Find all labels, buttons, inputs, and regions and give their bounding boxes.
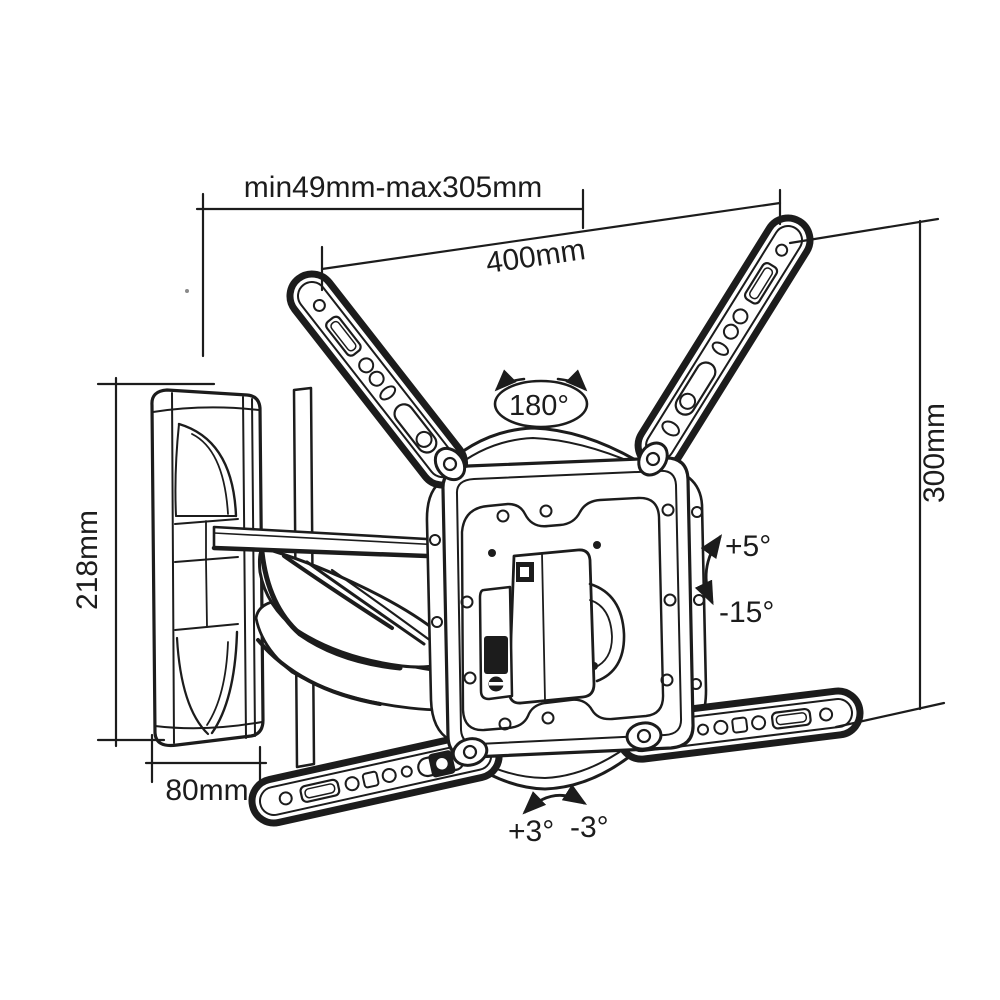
tilt-down-label: -15° bbox=[719, 596, 774, 629]
swivel-arrow-left-icon bbox=[494, 369, 526, 392]
pivot-bottom-left bbox=[451, 737, 489, 767]
x-frame-collar bbox=[436, 426, 654, 474]
vesa-plate-inner-border bbox=[455, 469, 683, 746]
tilt-arrow-icon bbox=[694, 534, 723, 606]
wall-plate-height-label: 218mm bbox=[71, 510, 104, 610]
level-plus-label: +3° bbox=[508, 815, 554, 848]
wall-plate-width-dimension: 80mm bbox=[144, 733, 268, 807]
pivot-top-left bbox=[433, 446, 467, 482]
wall-plate-height-dimension: 218mm bbox=[71, 376, 216, 748]
arm-span-label: 400mm bbox=[484, 233, 588, 280]
tilt-up-label: +5° bbox=[725, 530, 771, 563]
swivel-angle-label: 180° bbox=[509, 390, 569, 422]
height-span-label: 300mm bbox=[918, 403, 951, 503]
vesa-plate bbox=[441, 456, 695, 759]
swivel-annotation: 180° bbox=[493, 369, 589, 429]
vesa-arm-top-right bbox=[634, 214, 814, 471]
extension-range-dimension: min49mm-max305mm bbox=[195, 171, 585, 358]
swivel-ellipse bbox=[493, 379, 589, 429]
center-hub-bracket bbox=[478, 548, 626, 705]
scan-speck bbox=[185, 289, 189, 293]
pivot-bottom-right bbox=[625, 721, 663, 751]
extension-range-label: min49mm-max305mm bbox=[244, 171, 542, 204]
vesa-arm-bottom-left bbox=[248, 730, 503, 827]
arm-span-dimension: 400mm bbox=[320, 188, 782, 292]
height-span-dimension: 300mm bbox=[788, 217, 951, 729]
vesa-plate-inner-panel bbox=[460, 496, 665, 732]
wall-plate bbox=[150, 388, 265, 748]
swivel-arrow-right-icon bbox=[556, 369, 588, 392]
arm-pivots bbox=[433, 441, 669, 767]
wall-plate-width-label: 80mm bbox=[165, 774, 248, 807]
arm-wedge-stripes bbox=[259, 549, 448, 671]
tilt-annotation: +5° -15° bbox=[694, 530, 774, 629]
level-minus-label: -3° bbox=[570, 811, 609, 844]
level-annotation: +3° -3° bbox=[508, 784, 609, 848]
pivot-top-right bbox=[637, 441, 669, 477]
level-arrow-icon bbox=[522, 784, 588, 815]
wall-plate-details bbox=[152, 392, 263, 744]
articulating-arm bbox=[211, 525, 483, 712]
